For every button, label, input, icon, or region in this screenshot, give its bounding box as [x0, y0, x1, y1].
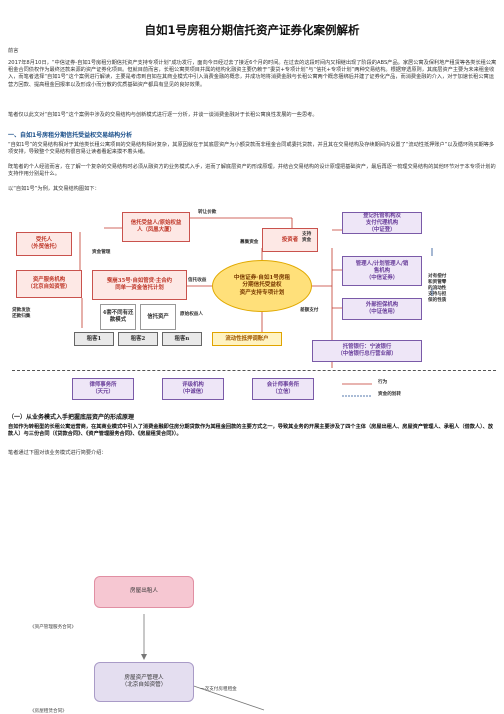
originator-label: 原始权益人	[180, 312, 203, 317]
external-guarantor-box: 外部担保机构（中证信用）	[342, 298, 422, 320]
lease-contract-label: 《房屋租赁合同》	[30, 709, 67, 714]
trust-beneficiary-box: 信托受益人/原始权益人（凤凰大厦）	[122, 212, 190, 242]
asset-service-box: 资产服务机构（北京自如资管）	[16, 270, 82, 298]
pay-cond-label: 贷款发放还款归集	[12, 308, 31, 319]
loan-modes-box: 4套不同有还款模式	[100, 304, 136, 330]
tranche-1-box: 租客1	[74, 332, 114, 346]
special-plan-ellipse: 中信证券·自如1号房租分期信托受益权资产支持专项计划	[212, 260, 312, 312]
manager-card: 房屋资产管理人（北京自如资管）	[94, 662, 194, 702]
section-2-paragraph-2: 笔者通过下图对该业务模式进行简要介绍：	[8, 450, 107, 456]
transfer-fee-label: 转让价款	[198, 210, 217, 215]
section-1-paragraph-1: “自如1号”的交易结构相对于其他类长租公寓项目的交易结构相对复杂，其原因就在于其…	[8, 142, 495, 156]
tranche-n-box: 租客n	[162, 332, 202, 346]
preface-label: 前言	[8, 48, 19, 54]
investor-box: 投资者	[262, 228, 318, 252]
trustor-box: 受托人（外贸信托）	[16, 232, 72, 256]
differential-payment-label: 差额支付	[300, 308, 319, 313]
plan-manager-box: 管理人/计划管理人/销售机构（中信证券）	[342, 256, 422, 286]
page-title: 自如1号房租分期信托资产证券化案例解析	[144, 23, 360, 37]
law-firm-box: 律师事务所（天元）	[72, 378, 134, 400]
single-trust-box: 蚕崩35号·自如管贷·主合约同单一资金信托计划	[92, 270, 187, 300]
section-2-paragraph-1: 自如作为转租型的长租公寓运营商，在其商业模式中引入了消费金融即住房分期贷款作为其…	[8, 424, 494, 438]
one-time-rent-label: 一次支付房租租金	[200, 687, 237, 692]
cash-flow-label: 募集资金	[240, 240, 259, 245]
intro-paragraph: 2017年8月10日，“中信证券-自如1号房租分期信托资产支持专项计划”成功发行…	[8, 60, 497, 88]
business-model-diagram: 房屋出租人 《资产管理服务合同》 房屋资产管理人（北京自如资管） 《房屋租赁合同…	[24, 570, 484, 714]
transaction-structure-diagram: 受托人（外贸信托） 信托受益人/原始权益人（凤凰大厦） 转让价款 投资者 资产服…	[12, 208, 496, 406]
liquidity-note: 对有偿付和资管零的流动性支持与担保的性质	[428, 274, 447, 303]
legend-fund-transfer: 资金的划转	[378, 392, 401, 397]
owner-card: 房屋出租人	[94, 576, 194, 608]
section-1-heading: 一、自如1号房租分期信托受益权交易结构分析	[8, 132, 133, 139]
legend-action: 行为	[378, 380, 388, 385]
rating-agency-box: 评级机构（中诚信）	[162, 378, 224, 400]
section-1-paragraph-3: 以“自如1号”为例，其交易结构图如下：	[8, 186, 100, 192]
legend-lines	[342, 383, 372, 397]
note-paragraph: 笔者仅以此文对“自如1号”这个案例中涉及的交易结构与创新模式进行逐一分析，并谈一…	[8, 112, 318, 118]
section-2-heading: （一）从业务模式入手把握底层资产的形成原理	[8, 414, 135, 421]
business-model-connectors	[141, 614, 265, 711]
fund-management-label: 资金管理	[92, 250, 111, 255]
support-funds-label: 支持资金	[302, 232, 312, 243]
divider-line	[12, 370, 496, 371]
trust-fund-box: 信托资产	[140, 304, 176, 330]
section-1-paragraph-2: 既笔者的个人经验而言，在了解一个复杂的交易结构时必须从融资方的业务模式入手，进而…	[8, 164, 496, 178]
custodian-bank-box: 托管银行：宁波银行（中信银行总行营业部）	[312, 340, 422, 362]
liquidity-account-box: 流动性抵押调账户	[212, 332, 282, 346]
registrar-box: 登记托管机构及支付代理机构（中证登）	[342, 212, 422, 234]
tranche-2-box: 租客2	[118, 332, 158, 346]
trust-income-label: 信托收益	[188, 278, 207, 283]
asset-service-contract-label: 《资产管理服务合同》	[30, 625, 76, 630]
accounting-firm-box: 会计师事务所（立信）	[252, 378, 314, 400]
